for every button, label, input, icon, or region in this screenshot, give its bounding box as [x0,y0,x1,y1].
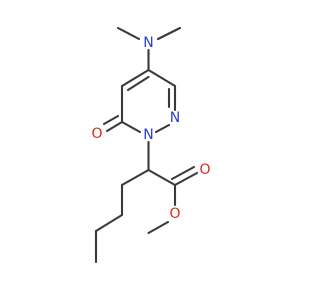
bond-cester-ocarbonyl-double [170,165,196,181]
molecule-drawing: N N N O O O [91,26,211,264]
bond-n1-c6 [120,120,142,134]
ester-carbonyl-oxygen-label: O [199,162,210,178]
bond-nme-a [116,26,141,41]
bond-nme-b [156,26,182,41]
bond-c2-c3 [94,213,124,233]
bond-c4-c3 [147,68,177,88]
ester-ether-oxygen-label: O [169,206,180,222]
structure-canvas: N N N O O O [91,26,211,264]
bond-c5-c4 [120,68,150,88]
bond-cester-ocarbonyl [173,171,199,187]
amine-nitrogen-label: N [143,35,153,51]
ring-nitrogen-1-label: N [143,127,153,143]
bond-oether-methyl [147,220,170,235]
bond-c5-c4-double [126,75,150,92]
bond-c6-o [105,120,124,133]
bond-n2-n1 [154,123,171,134]
bond-calpha-cester [147,168,177,187]
ketone-oxygen-label: O [91,126,102,142]
bond-calpha-c1 [120,168,150,187]
bond-c6-o-double [102,114,120,126]
ring-nitrogen-2-label: N [170,110,180,126]
